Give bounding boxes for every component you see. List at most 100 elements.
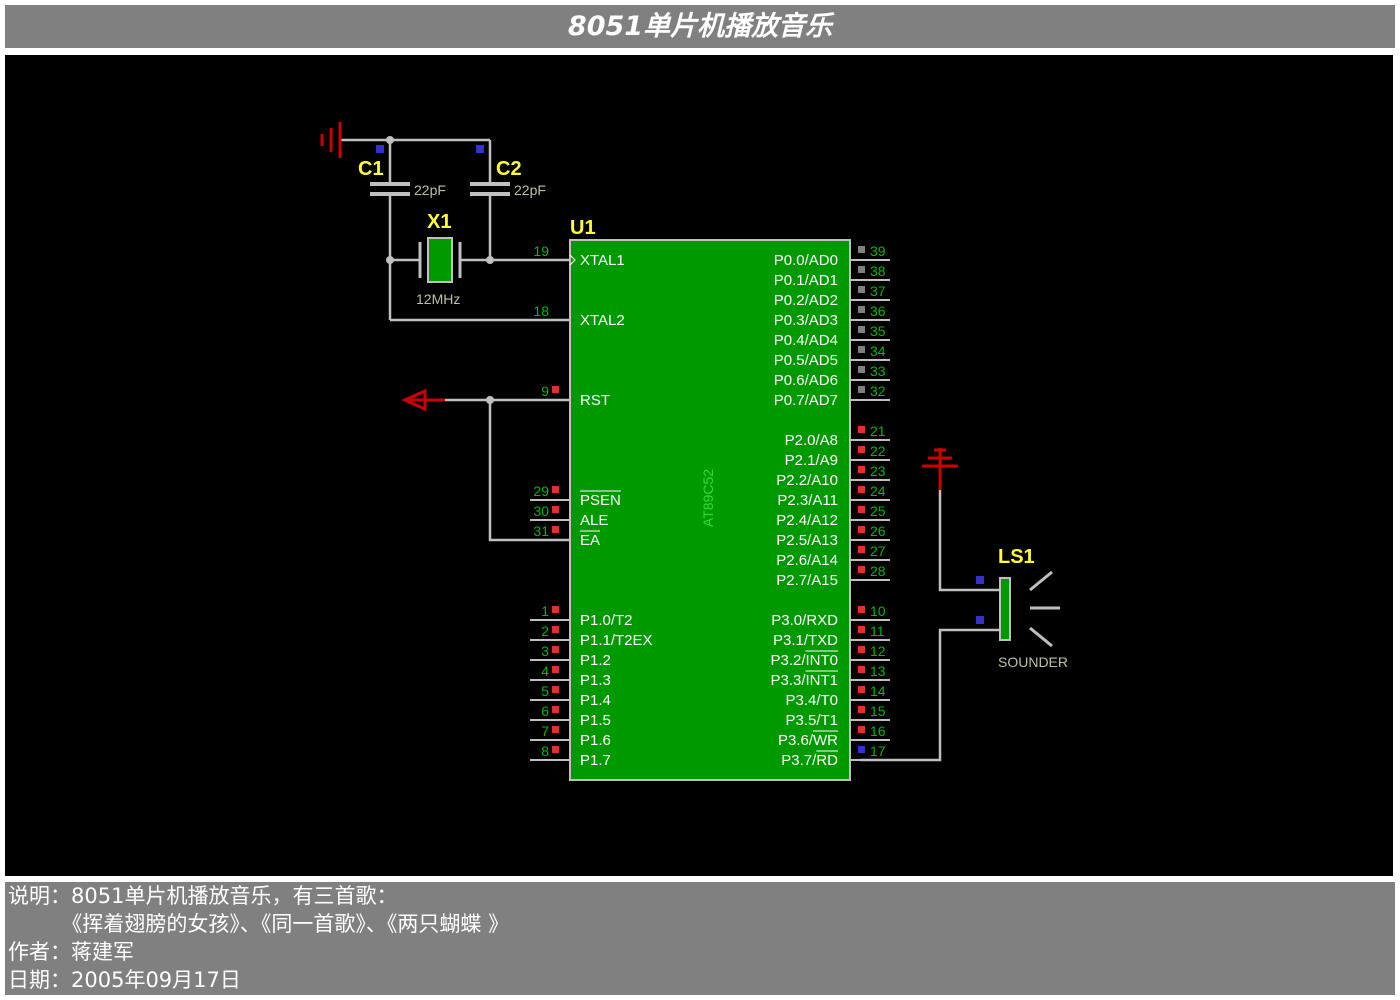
pin-marker bbox=[858, 746, 865, 753]
pin-marker bbox=[858, 346, 865, 353]
pin-marker bbox=[858, 726, 865, 733]
pin-number: 15 bbox=[870, 703, 886, 719]
pin-name: P3.7/RD bbox=[781, 752, 838, 769]
c1-ref-label: C1 bbox=[358, 158, 384, 180]
pin-number: 7 bbox=[541, 723, 549, 739]
pin-5[interactable]: 5P1.4 bbox=[530, 683, 611, 709]
pin-number: 2 bbox=[541, 623, 549, 639]
pin-name: P1.3 bbox=[580, 672, 611, 689]
pin-number: 32 bbox=[870, 383, 886, 399]
pin-marker bbox=[858, 246, 865, 253]
pin-name: P3.5/T1 bbox=[785, 712, 838, 729]
crystal-x1[interactable]: X1 12MHz bbox=[390, 211, 490, 307]
pin-number: 29 bbox=[533, 483, 549, 499]
ground-symbol-sounder[interactable] bbox=[922, 448, 958, 490]
pin-number: 28 bbox=[870, 563, 886, 579]
pin-marker bbox=[552, 506, 559, 513]
pin-name: PSEN bbox=[580, 492, 621, 509]
pin-name: P2.5/A13 bbox=[776, 532, 838, 549]
pin-name: P3.3/INT1 bbox=[770, 672, 838, 689]
pin-name: P1.6 bbox=[580, 732, 611, 749]
microcontroller-u1[interactable]: U1 AT89C52 19XTAL118XTAL29RST29PSEN30ALE… bbox=[530, 217, 890, 781]
pin-marker bbox=[552, 706, 559, 713]
ground-symbol[interactable] bbox=[320, 122, 390, 158]
pin-name: P1.1/T2EX bbox=[580, 632, 653, 649]
schematic-canvas[interactable]: C1 22pF C2 22pF X1 12MHz bbox=[5, 55, 1393, 876]
c2-value-label: 22pF bbox=[514, 182, 546, 198]
pin-marker bbox=[858, 266, 865, 273]
capacitor-c2[interactable]: C2 22pF bbox=[470, 140, 546, 260]
pin-8[interactable]: 8P1.7 bbox=[530, 743, 611, 769]
power-terminal[interactable] bbox=[401, 388, 445, 412]
pin-marker bbox=[858, 486, 865, 493]
sounder-ls1[interactable]: LS1 SOUNDER bbox=[976, 546, 1068, 670]
pin-number: 12 bbox=[870, 643, 886, 659]
pin-1[interactable]: 1P1.0/T2 bbox=[530, 603, 633, 629]
pin-marker bbox=[552, 486, 559, 493]
pin-number: 13 bbox=[870, 663, 886, 679]
schematic-svg[interactable]: C1 22pF C2 22pF X1 12MHz bbox=[5, 55, 1393, 876]
pin-6[interactable]: 6P1.5 bbox=[530, 703, 611, 729]
u1-right-pins: 39P0.0/AD038P0.1/AD137P0.2/AD236P0.3/AD3… bbox=[770, 243, 890, 769]
pin-marker bbox=[858, 646, 865, 653]
pin-number: 34 bbox=[870, 343, 886, 359]
pin-marker bbox=[858, 366, 865, 373]
wire-sounder-top bbox=[938, 480, 1000, 592]
pin-4[interactable]: 4P1.3 bbox=[530, 663, 611, 689]
pin-marker bbox=[552, 626, 559, 633]
pin-2[interactable]: 2P1.1/T2EX bbox=[530, 623, 653, 649]
pin-number: 22 bbox=[870, 443, 886, 459]
pin-marker bbox=[552, 386, 559, 393]
junction-dot bbox=[386, 256, 394, 264]
pin-number: 6 bbox=[541, 703, 549, 719]
pin-7[interactable]: 7P1.6 bbox=[530, 723, 611, 749]
pin-name: P0.4/AD4 bbox=[774, 332, 838, 349]
page-title: 8051单片机播放音乐 bbox=[5, 5, 1395, 48]
pin-number: 36 bbox=[870, 303, 886, 319]
pin-number: 24 bbox=[870, 483, 886, 499]
pin-number: 27 bbox=[870, 543, 886, 559]
pin-marker bbox=[552, 526, 559, 533]
pin-number: 30 bbox=[533, 503, 549, 519]
pin-3[interactable]: 3P1.2 bbox=[530, 643, 611, 669]
author-line: 作者：蒋建军 bbox=[8, 940, 134, 964]
c2-ref-label: C2 bbox=[496, 158, 522, 180]
ls1-ref-label: LS1 bbox=[998, 546, 1035, 568]
pin-marker bbox=[858, 426, 865, 433]
pin-name: P2.6/A14 bbox=[776, 552, 838, 569]
date-line: 日期：2005年09月17日 bbox=[8, 968, 241, 992]
pin-number: 4 bbox=[541, 663, 549, 679]
clock-pin-marker bbox=[569, 254, 576, 266]
pin-marker bbox=[858, 566, 865, 573]
pin-marker bbox=[858, 706, 865, 713]
